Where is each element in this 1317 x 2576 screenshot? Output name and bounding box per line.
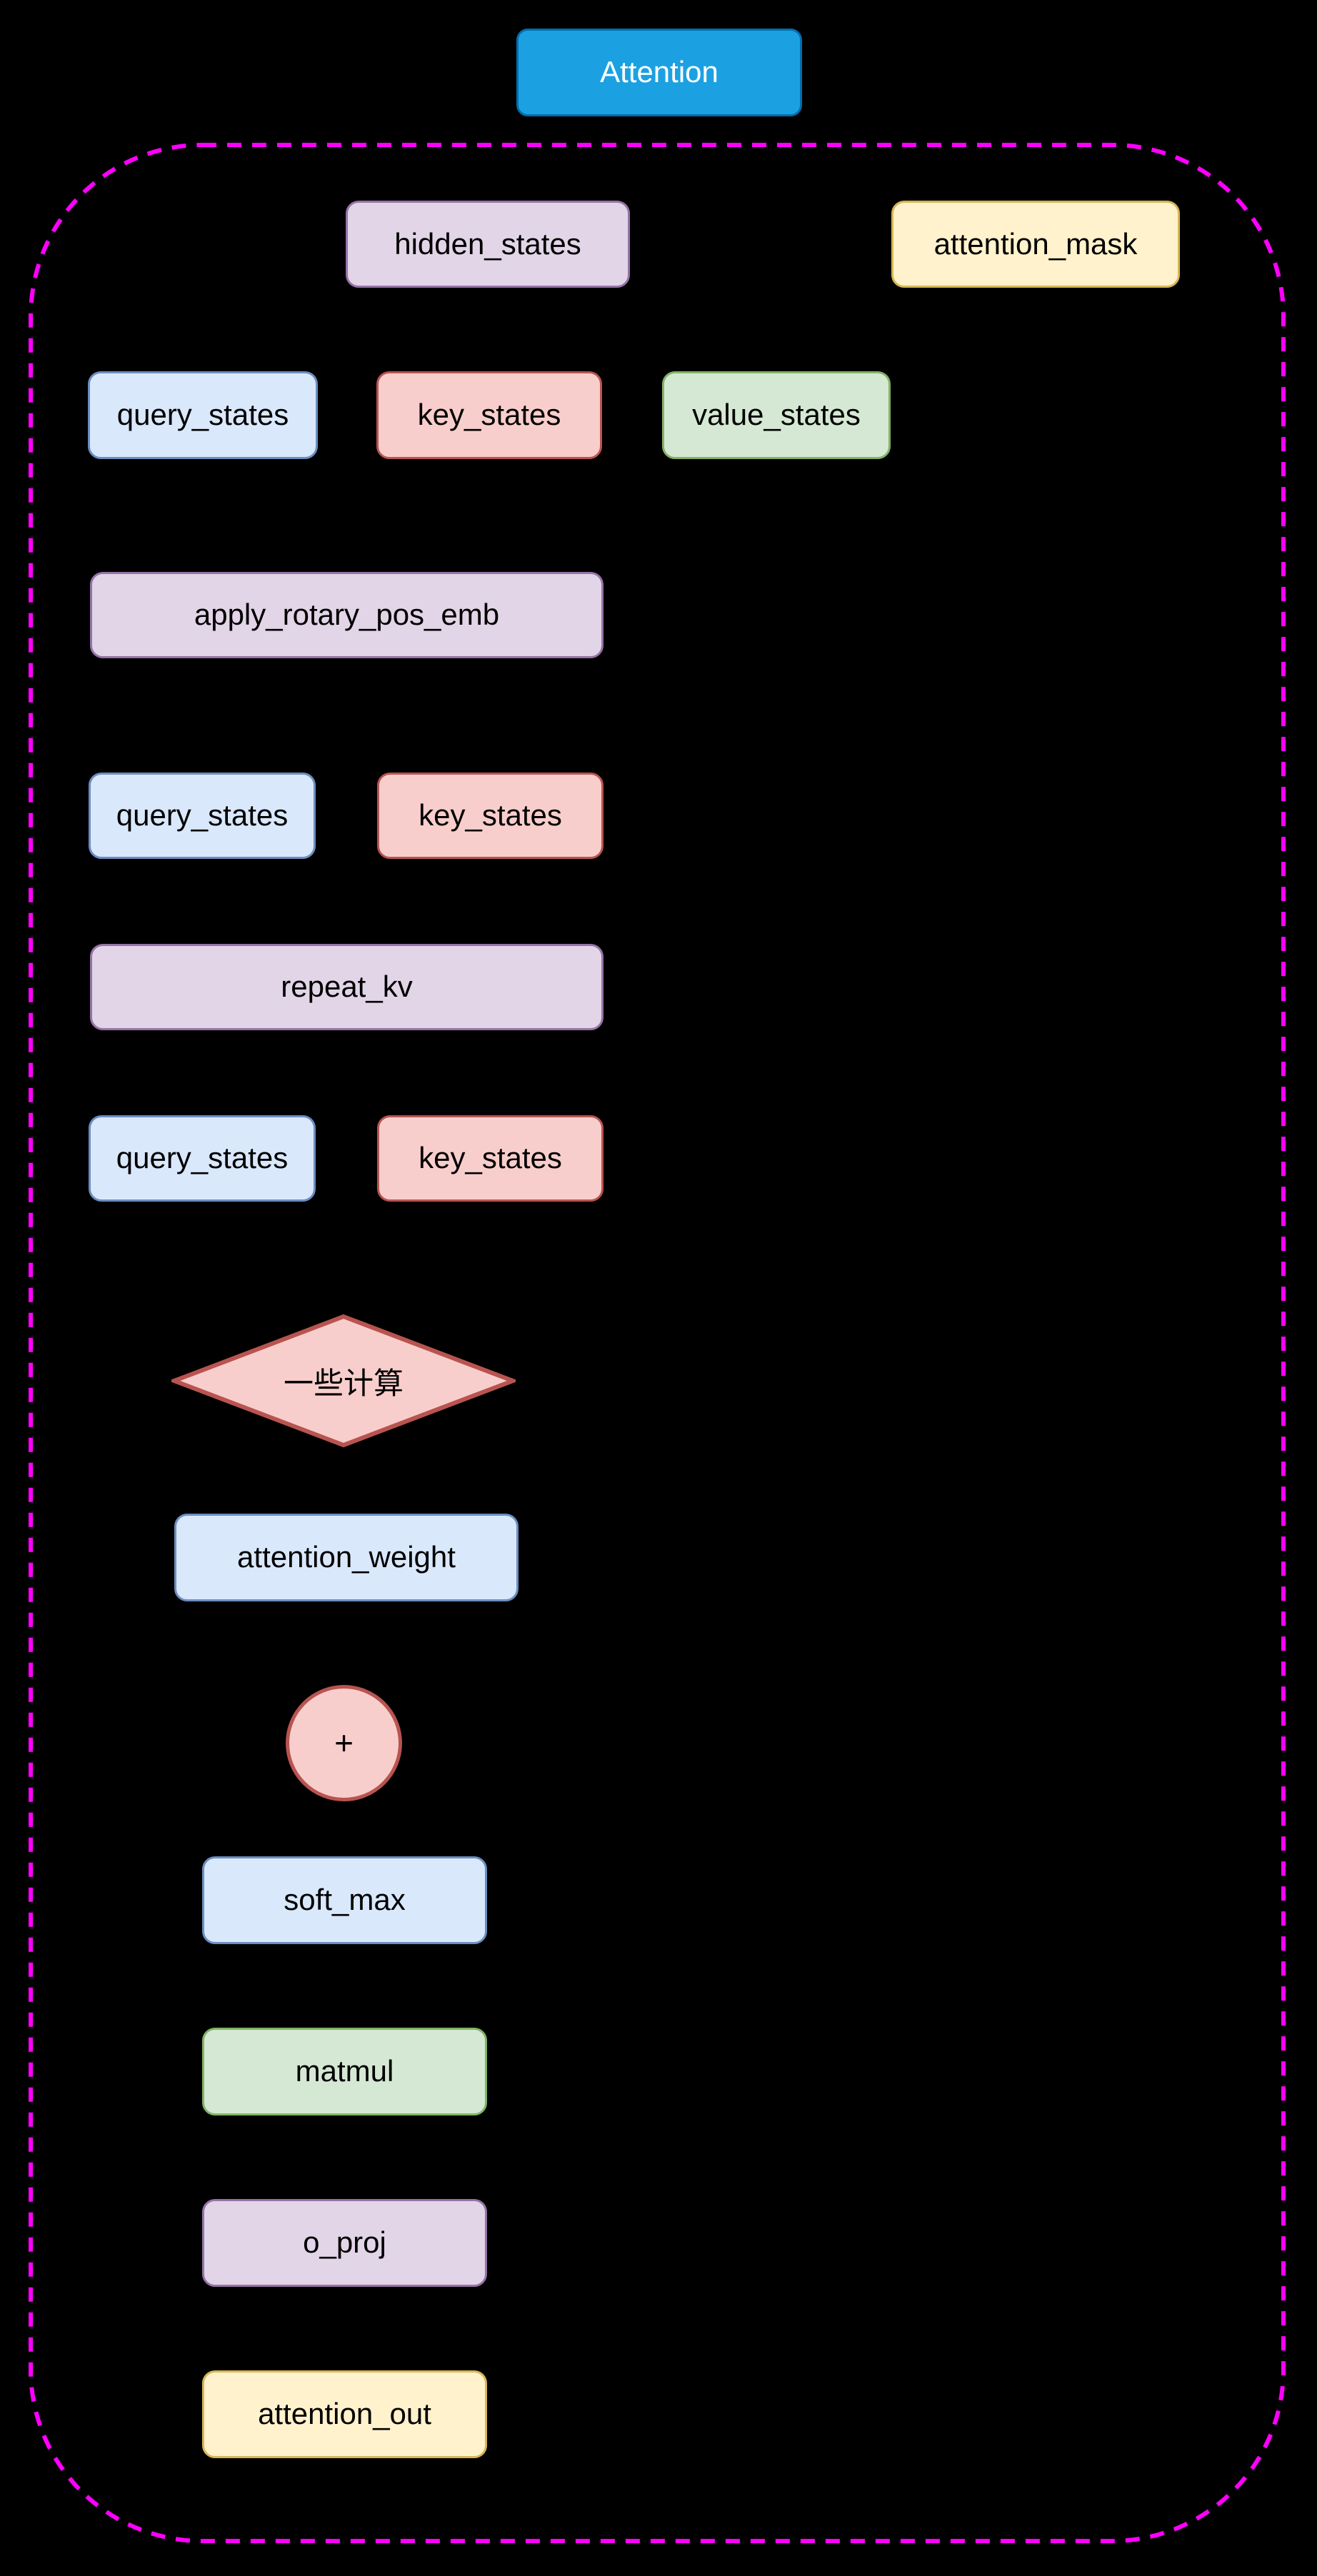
attention-title: Attention [516, 29, 802, 116]
node-label: hidden_states [394, 226, 581, 261]
node-label: soft_max [284, 1883, 406, 1917]
node-o-proj: o_proj [202, 2199, 487, 2287]
node-attention-mask: attention_mask [891, 201, 1180, 288]
node-plus-circle: + [286, 1685, 402, 1801]
node-label: value_states [692, 398, 861, 432]
node-repeat-kv: repeat_kv [90, 944, 604, 1030]
node-label: key_states [419, 798, 562, 832]
decision-diamond-shape [171, 1314, 516, 1448]
node-label: o_proj [303, 2225, 386, 2260]
node-key-states-1: key_states [376, 371, 602, 459]
node-key-states-3: key_states [377, 1115, 604, 1202]
node-label: apply_rotary_pos_emb [194, 598, 500, 632]
node-label: attention_out [258, 2397, 431, 2431]
node-attention-out: attention_out [202, 2370, 487, 2458]
diamond-polygon [171, 1314, 516, 1448]
node-decision-diamond: 一些计算 [171, 1314, 516, 1448]
node-label: key_states [417, 398, 561, 432]
node-label: query_states [116, 1141, 289, 1175]
node-label: key_states [419, 1141, 562, 1175]
attention-title-label: Attention [600, 55, 718, 89]
node-query-states-2: query_states [89, 773, 316, 859]
node-apply-rotary-pos-emb: apply_rotary_pos_emb [90, 572, 604, 658]
node-label: repeat_kv [281, 970, 413, 1004]
node-query-states-3: query_states [89, 1115, 316, 1202]
node-matmul: matmul [202, 2028, 487, 2115]
node-label: query_states [116, 398, 289, 432]
node-label: matmul [295, 2054, 394, 2088]
node-soft-max: soft_max [202, 1856, 487, 1944]
node-label: attention_weight [237, 1540, 456, 1574]
node-attention-weight: attention_weight [174, 1514, 519, 1601]
node-label: query_states [116, 798, 289, 832]
group-boundary-dashed-rect [29, 143, 1286, 2543]
node-query-states-1: query_states [88, 371, 318, 459]
node-label: attention_mask [933, 226, 1138, 261]
node-value-states: value_states [662, 371, 891, 459]
node-label: 一些计算 [283, 1366, 404, 1400]
node-hidden-states: hidden_states [346, 201, 630, 288]
plus-icon: + [334, 1724, 354, 1761]
node-key-states-2: key_states [377, 773, 604, 859]
